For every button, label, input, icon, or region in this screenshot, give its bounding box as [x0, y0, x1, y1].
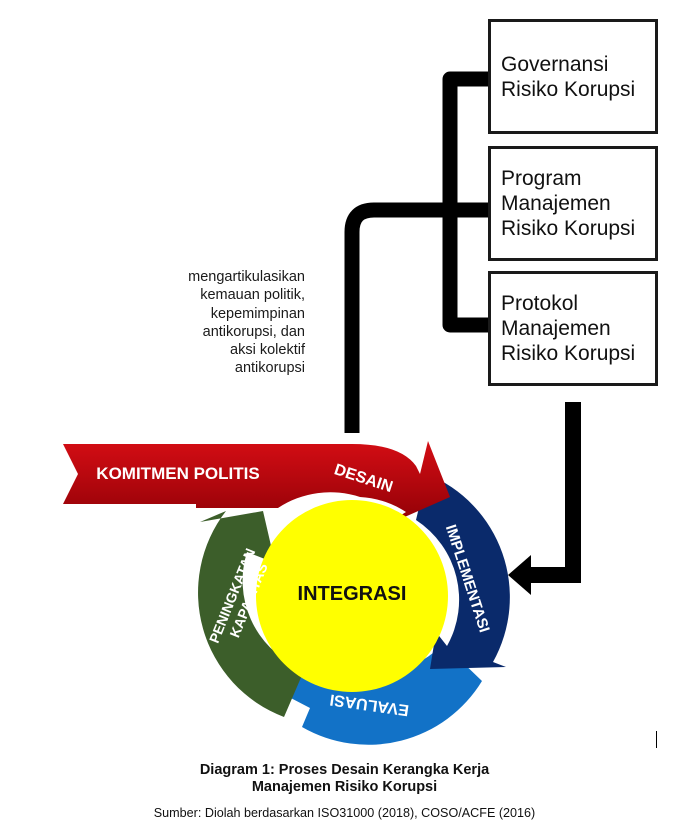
stage-segment-desain	[63, 441, 450, 527]
box-program-label: Program Manajemen Risiko Korupsi	[501, 167, 636, 240]
diagram-caption-source: Sumber: Diolah berdasarkan ISO31000 (201…	[153, 806, 536, 820]
vertical-mark	[656, 731, 657, 748]
input-label: KOMITMEN POLITIS	[96, 464, 259, 483]
box-governansi: Governansi Risiko Korupsi	[488, 19, 658, 134]
connector-note: mengartikulasikan kemauan politik, kepem…	[188, 269, 305, 377]
stage-segment-implementasi	[416, 474, 510, 669]
center-label: INTEGRASI	[298, 583, 407, 605]
diagram-caption-title: Diagram 1: Proses Desain Kerangka Kerja …	[199, 762, 490, 795]
box-protokol-label: Protokol Manajemen Risiko Korupsi	[501, 292, 636, 365]
bent-arrow-head	[508, 555, 531, 595]
center-circle	[256, 500, 448, 692]
bracket-connector	[344, 71, 488, 433]
box-program: Program Manajemen Risiko Korupsi	[488, 146, 658, 261]
box-governansi-label: Governansi Risiko Korupsi	[501, 52, 636, 101]
bent-arrow-shaft	[530, 402, 581, 583]
box-protokol: Protokol Manajemen Risiko Korupsi	[488, 271, 658, 386]
stage-segment-peningkatan	[198, 511, 312, 717]
